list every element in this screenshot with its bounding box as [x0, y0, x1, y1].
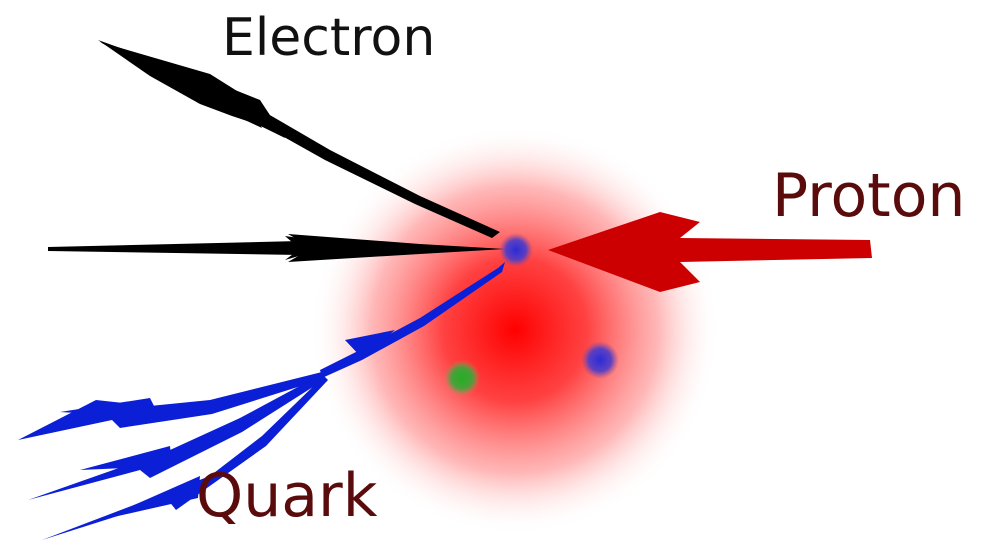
scattered-electron-arrow	[98, 40, 500, 238]
proton-arrow	[548, 212, 872, 292]
quark-label: Quark	[196, 461, 378, 531]
quark-jets	[18, 262, 505, 540]
quark-dot-blue	[581, 341, 619, 379]
quark-dot-green	[444, 360, 480, 396]
electron-label: Electron	[222, 8, 436, 68]
quark-dot-blue-interaction	[499, 233, 533, 267]
incoming-electron-arrow	[48, 234, 505, 262]
proton-label: Proton	[772, 161, 966, 231]
